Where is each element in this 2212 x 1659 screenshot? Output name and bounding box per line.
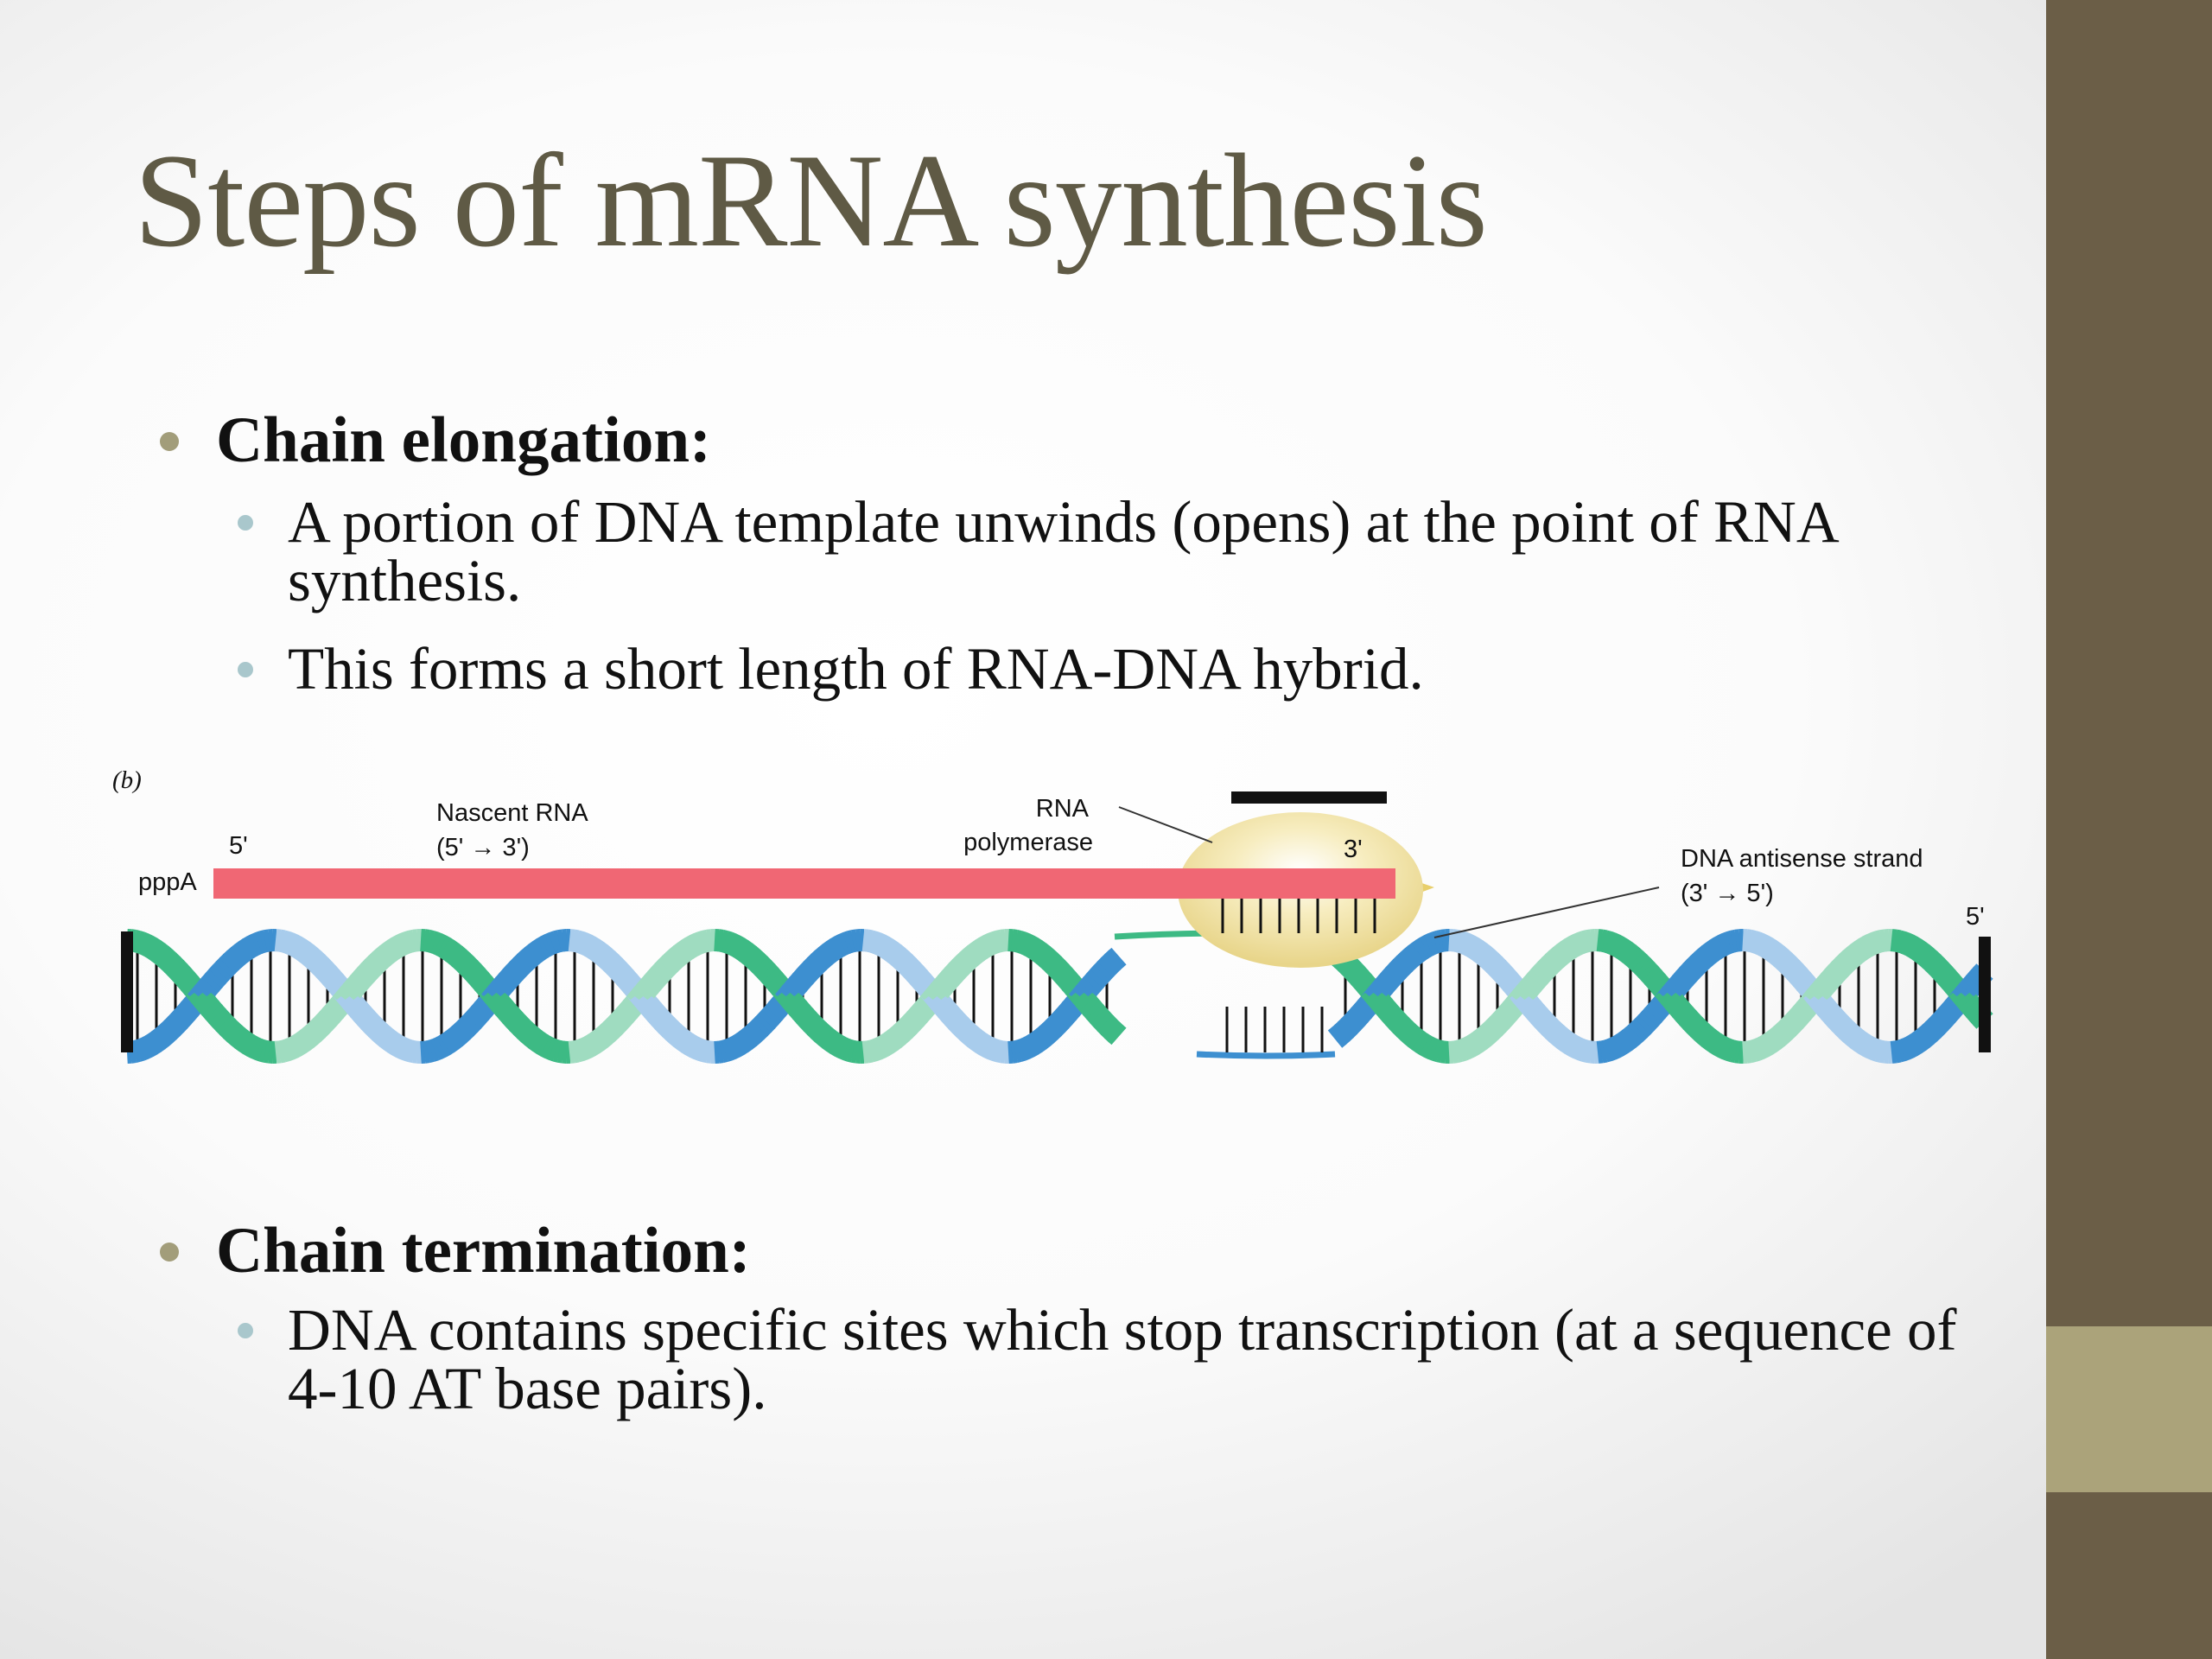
rna-polymerase-label: RNA [1036,795,1090,823]
dna-end-cap-left [121,931,133,1052]
section-heading-text: Chain elongation: [216,404,712,476]
polymerase-footprint-bar [1231,791,1387,804]
bullet-item-text: This forms a short length of RNA-DNA hyb… [288,636,1424,702]
panel-label: (b) [112,766,142,794]
antisense-leader-line [1433,887,1660,938]
bullet-dot [238,1323,253,1338]
rna-three-prime-label: 3' [1344,836,1363,863]
nascent-rna-label: Nascent RNA [436,799,588,827]
dna-double-helix [126,929,1993,1064]
dna-end-cap-right [1979,937,1991,1052]
dna-five-prime-label: 5' [1966,903,1985,931]
bullet-dot [160,432,179,451]
rna-polymerase-label-2: polymerase [963,829,1093,856]
sidebar-accent-block [2046,1326,2212,1492]
nascent-rna-direction-label: (5' → 3') [436,834,530,861]
section-heading-text: Chain termination: [216,1215,751,1287]
rna-dna-hybrid-rungs [1221,899,1376,933]
bullet-dot [160,1243,179,1262]
bullet-dot [238,515,253,531]
pppa-label: pppA [138,868,197,896]
bullet-item-text: DNA contains specific sites which stop t… [288,1297,1957,1421]
slide-title: Steps of mRNA synthesis [134,126,1488,275]
bullet-dot [238,662,253,677]
dna-antisense-direction-label: (3' → 5') [1681,880,1774,907]
bullet-item-text: A portion of DNA template unwinds (opens… [288,489,1836,613]
transcription-elongation-diagram: (b) 5' pppA Nascent RNA (5' → 3') RNA po… [112,766,1993,1064]
rna-five-prime-label: 5' [229,832,248,860]
dna-antisense-label: DNA antisense strand [1681,845,1923,873]
nascent-rna-strand [213,868,1395,899]
polymerase-leader-line [1118,806,1213,843]
